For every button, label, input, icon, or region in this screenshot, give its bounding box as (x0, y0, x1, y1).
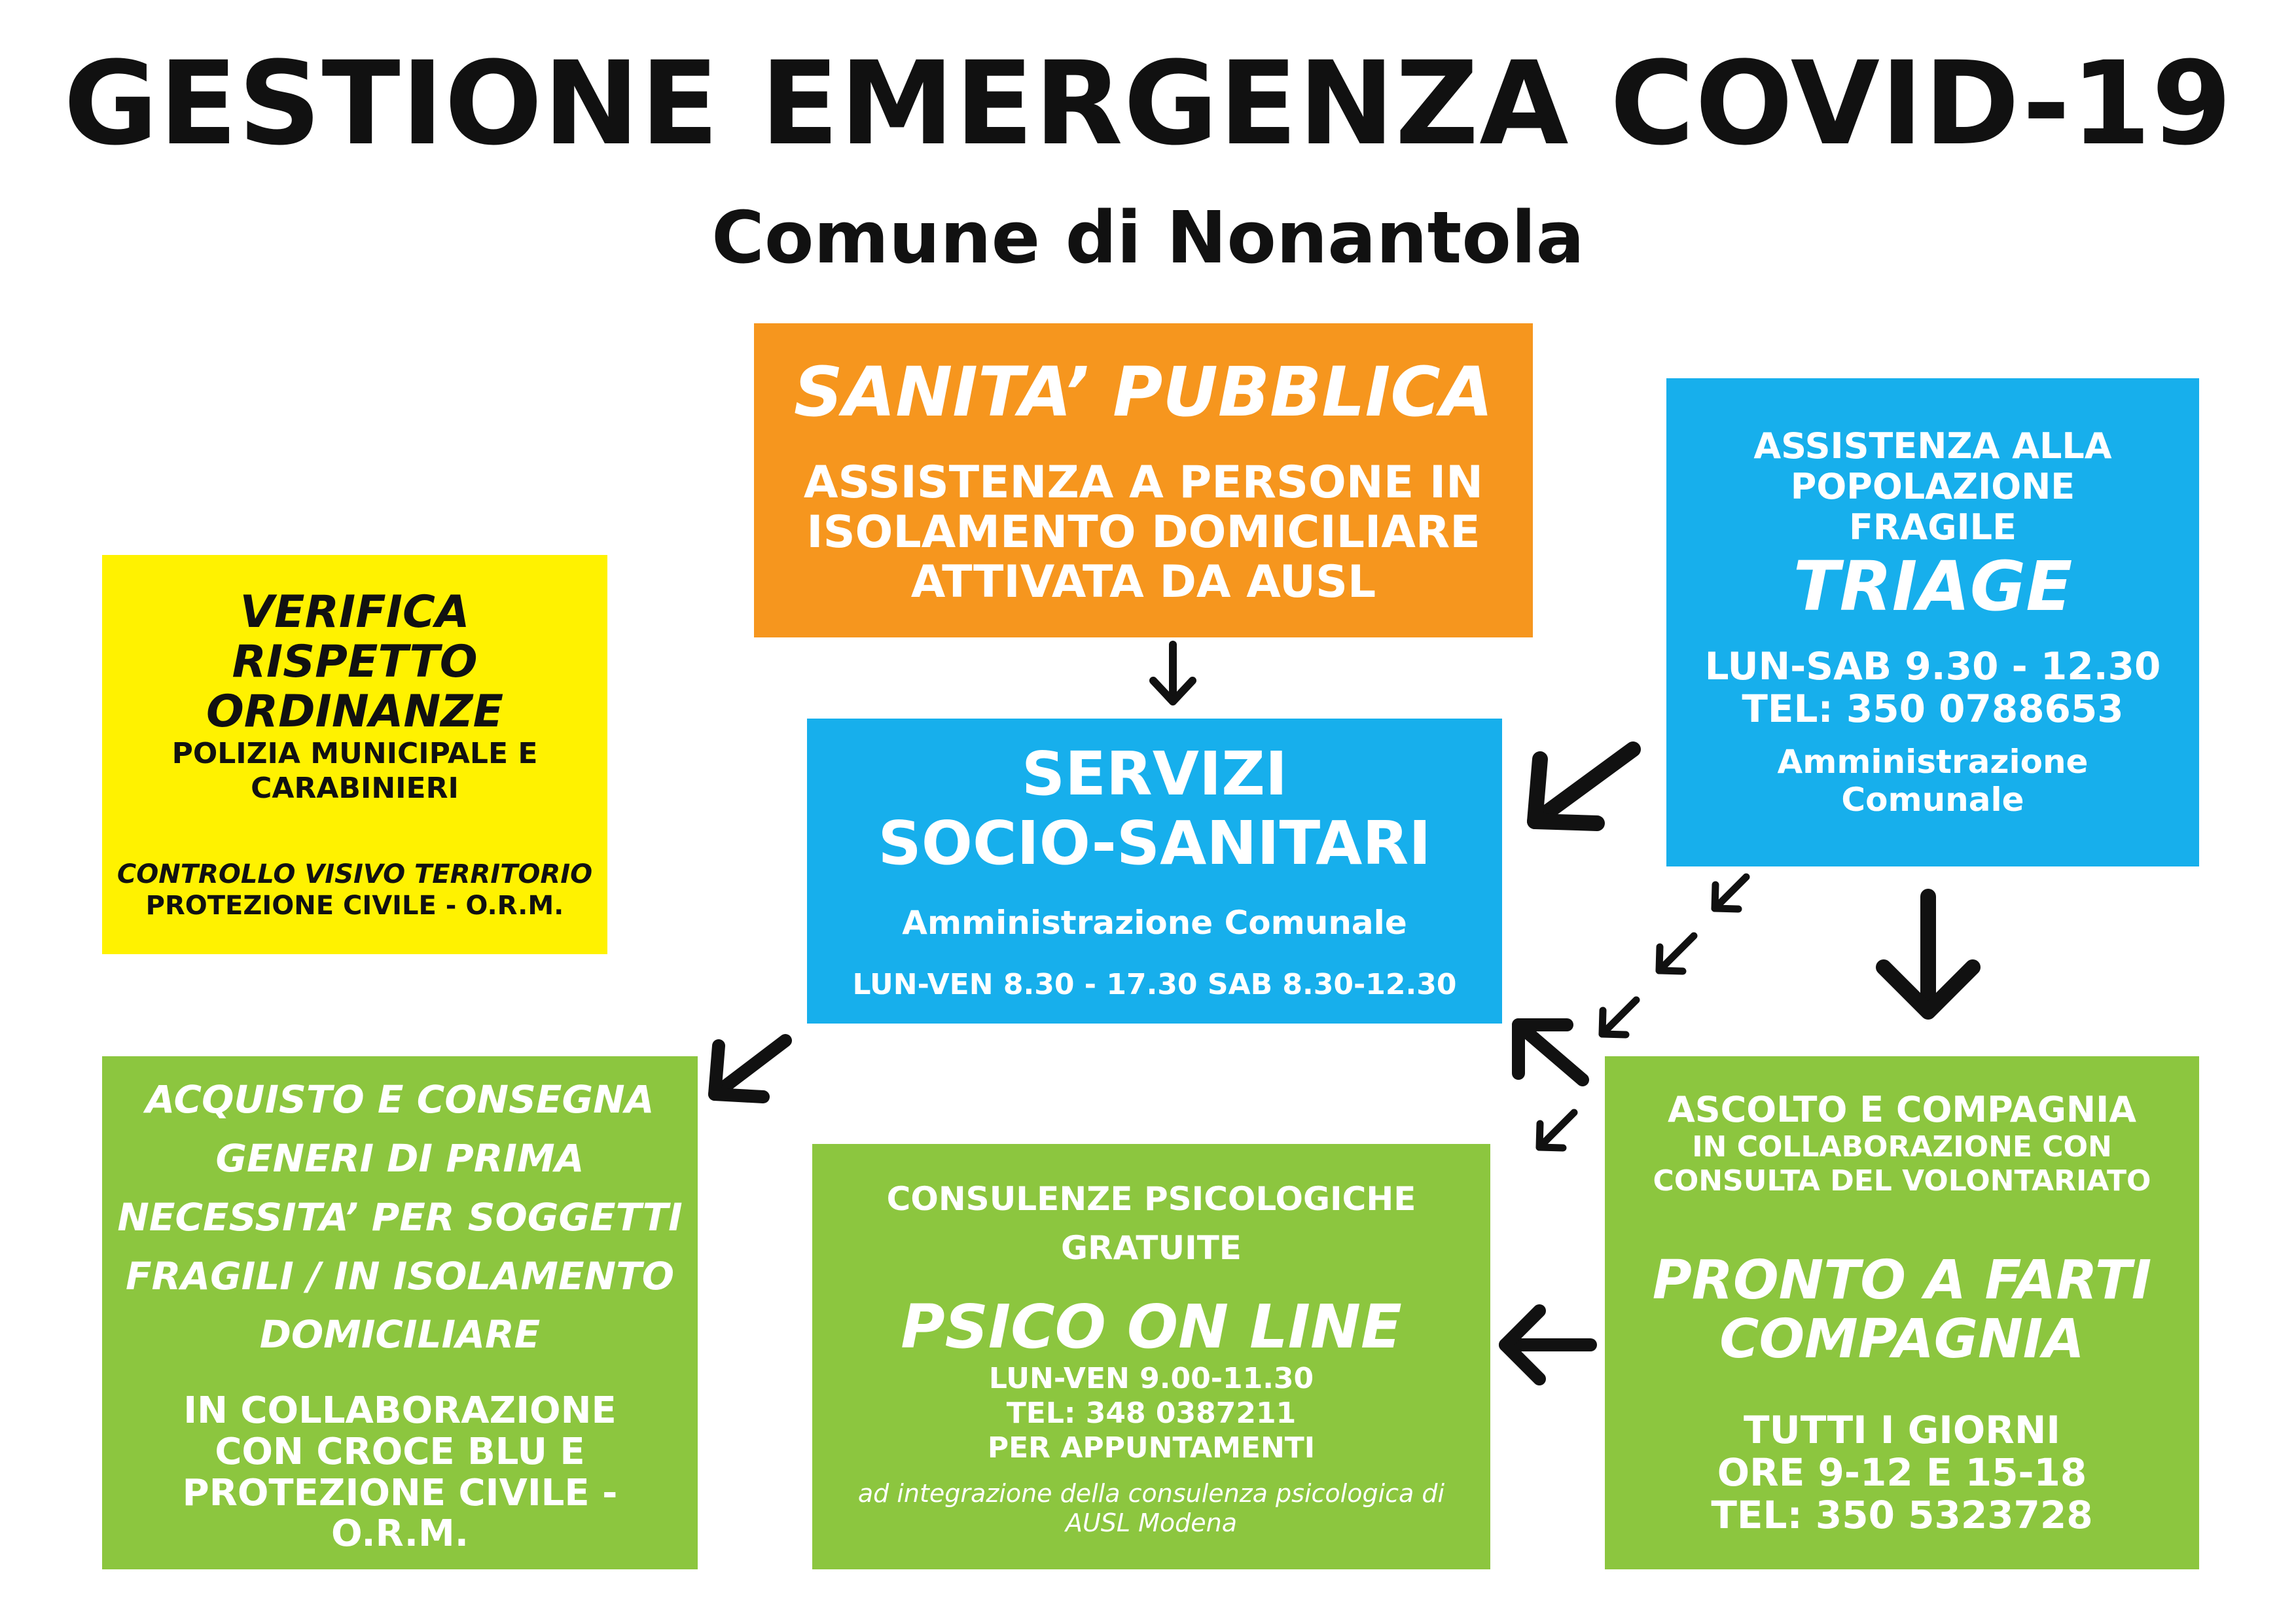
triage-org-line: Amministrazione (1777, 743, 2089, 781)
ascolto-compagnia-box: ASCOLTO E COMPAGNIA IN COLLABORAZIONE CO… (1605, 1056, 2199, 1569)
sanita-heading: SANITA’ PUBBLICA (793, 351, 1494, 432)
page-subtitle: Comune di Nonantola (711, 196, 1585, 279)
acquisto-collab-line: CON CROCE BLU E (215, 1431, 585, 1473)
ascolto-time-line: TEL: 350 5323728 (1711, 1492, 2093, 1537)
verifica-police-line: POLIZIA MUNICIPALE E (171, 737, 538, 771)
ascolto-time-line: TUTTI I GIORNI (1744, 1407, 2060, 1452)
ascolto-slogan-line: PRONTO A FARTI (1652, 1249, 2152, 1312)
sanita-pubblica-box: SANITA’ PUBBLICA ASSISTENZA A PERSONE IN… (754, 323, 1533, 637)
acquisto-line: GENERI DI PRIMA (215, 1135, 584, 1181)
acquisto-line: DOMICILIARE (259, 1312, 541, 1357)
triage-intro-line: FRAGILE (1849, 506, 2017, 548)
arrow-sanita-to-servizi (1149, 641, 1196, 705)
psico-online-box: CONSULENZE PSICOLOGICHE GRATUITE PSICO O… (812, 1144, 1490, 1569)
verifica-ordinanze-box: VERIFICA RISPETTO ORDINANZE POLIZIA MUNI… (102, 555, 607, 954)
ascolto-time-line: ORE 9-12 E 15-18 (1717, 1450, 2087, 1495)
ascolto-heading: ASCOLTO E COMPAGNIA (1667, 1088, 2136, 1130)
triage-org-line: Comunale (1841, 780, 2024, 819)
sanita-line: ISOLAMENTO DOMICILIARE (806, 506, 1480, 558)
psico-note-line: AUSL Modena (1065, 1508, 1238, 1538)
psico-phone: TEL: 348 0387211 (1006, 1396, 1297, 1430)
psico-appointments: PER APPUNTAMENTI (987, 1431, 1316, 1465)
servizi-heading-line: SOCIO-SANITARI (878, 808, 1431, 878)
psico-intro-line: GRATUITE (1061, 1229, 1242, 1268)
acquisto-consegna-box: ACQUISTO E CONSEGNA GENERI DI PRIMA NECE… (102, 1056, 698, 1569)
sanita-description: ASSISTENZA A PERSONE IN ISOLAMENTO DOMIC… (803, 456, 1484, 608)
acquisto-collab-line: IN COLLABORAZIONE (183, 1389, 617, 1433)
verifica-police-line: CARABINIERI (251, 772, 459, 806)
ascolto-slogan-line: COMPAGNIA (1719, 1308, 2085, 1371)
sanita-line: ASSISTENZA A PERSONE IN (803, 456, 1484, 508)
triage-box: ASSISTENZA ALLA POPOLAZIONE FRAGILE TRIA… (1666, 378, 2199, 866)
sanita-line: ATTIVATA DA AUSL (910, 556, 1376, 608)
verifica-heading-line: VERIFICA (240, 586, 470, 638)
ascolto-collab-line: CONSULTA DEL VOLONTARIATO (1653, 1164, 2151, 1198)
verifica-civil: PROTEZIONE CIVILE - O.R.M. (145, 891, 564, 921)
arrow-triage-to-servizi (1527, 741, 1641, 831)
triage-hours: LUN-SAB 9.30 - 12.30 (1704, 644, 2161, 689)
arrow-ascolto-to-servizi (1512, 1018, 1589, 1086)
verifica-heading-line: ORDINANZE (206, 686, 504, 738)
ascolto-collab-line: IN COLLABORAZIONE CON (1692, 1130, 2112, 1164)
arrow-servizi-to-acquisto (708, 1034, 792, 1103)
arrow-ascolto-to-psico (1499, 1304, 1597, 1385)
triage-phone: TEL: 350 0788653 (1742, 687, 2124, 732)
verifica-heading-line: RISPETTO (232, 636, 478, 688)
acquisto-line: FRAGILI / IN ISOLAMENTO (125, 1253, 675, 1298)
servizi-heading-line: SERVIZI (1021, 739, 1288, 810)
triage-intro-line: POPOLAZIONE (1790, 465, 2075, 507)
servizi-org: Amministrazione Comunale (902, 903, 1407, 942)
psico-heading: PSICO ON LINE (901, 1292, 1402, 1363)
verifica-control: CONTROLLO VISIVO TERRITORIO (117, 859, 593, 890)
acquisto-collab-line: PROTEZIONE CIVILE - O.R.M. (182, 1471, 618, 1556)
psico-hours: LUN-VEN 9.00-11.30 (988, 1362, 1314, 1396)
triage-heading: TRIAGE (1793, 546, 2073, 626)
acquisto-line: ACQUISTO E CONSEGNA (145, 1077, 655, 1122)
servizi-hours: LUN-VEN 8.30 - 17.30 SAB 8.30-12.30 (852, 968, 1457, 1002)
arrow-triage-to-ascolto (1876, 889, 1981, 1020)
acquisto-line: NECESSITA’ PER SOGGETTI (117, 1194, 683, 1240)
triage-intro-line: ASSISTENZA ALLA (1753, 425, 2112, 467)
psico-note-line: ad integrazione della consulenza psicolo… (857, 1478, 1445, 1508)
psico-intro-line: CONSULENZE PSICOLOGICHE (886, 1180, 1416, 1219)
servizi-socio-sanitari-box: SERVIZI SOCIO-SANITARI Amministrazione C… (807, 719, 1502, 1024)
page-title: GESTIONE EMERGENZA COVID-19 (63, 37, 2233, 171)
